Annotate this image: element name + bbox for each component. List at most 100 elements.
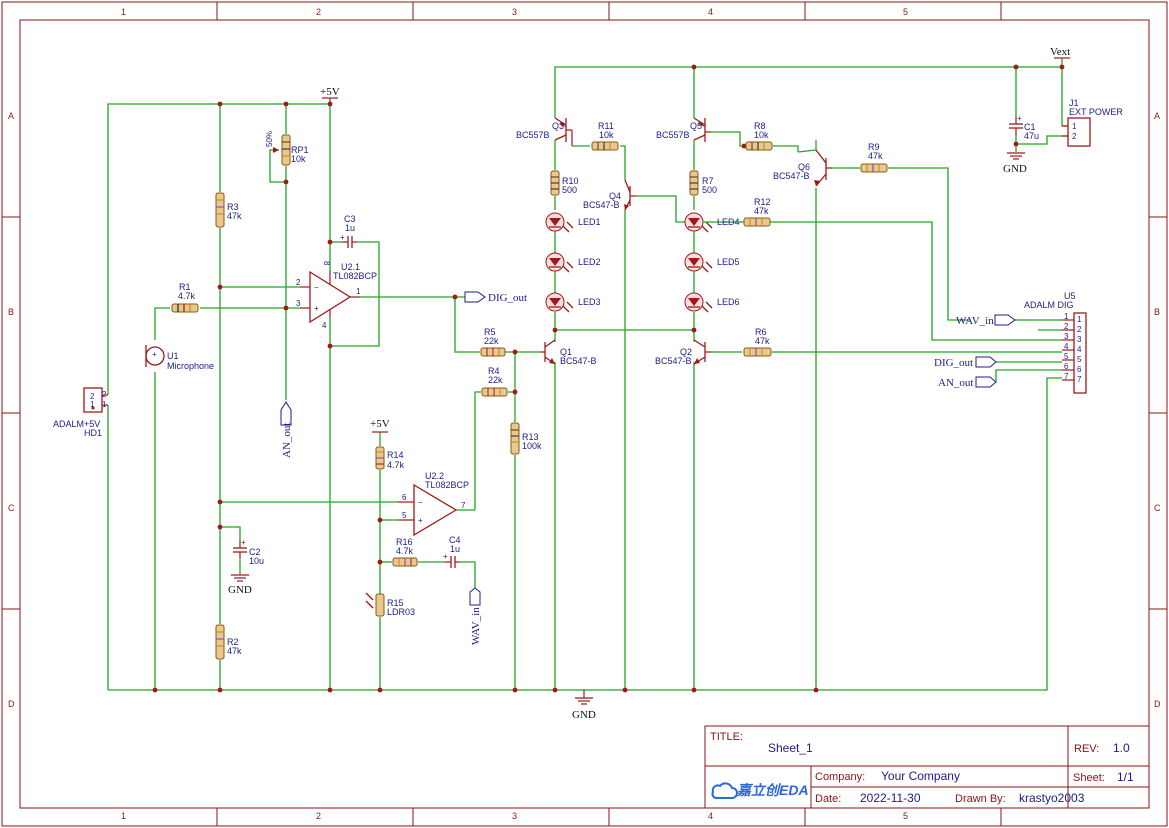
sheet-label: Sheet:: [1073, 772, 1105, 784]
zone-col-2: 2: [316, 7, 321, 17]
r8-value: 10k: [754, 130, 769, 140]
svg-text:5: 5: [1077, 355, 1082, 364]
resistor-r10: R10 500: [550, 170, 579, 196]
zone-col-4-bottom: 4: [708, 811, 713, 821]
r15-value: LDR03: [387, 607, 415, 617]
led-led2: LED2: [545, 231, 601, 273]
net-label-wav-in: WAV_in: [470, 607, 482, 645]
ground-symbol-j1: GND: [1003, 152, 1027, 175]
zone-col-5-bottom: 5: [903, 811, 908, 821]
svg-text:4: 4: [1077, 345, 1082, 354]
j1-value: EXT POWER: [1069, 107, 1123, 117]
r11-value: 10k: [599, 130, 614, 140]
zone-col-3: 3: [512, 7, 517, 17]
resistor-r4: R4 22k: [481, 366, 508, 397]
svg-text:+: +: [152, 350, 157, 359]
c2-ref: C2: [249, 547, 261, 557]
resistor-r7: R7 500: [689, 170, 717, 196]
svg-text:+: +: [443, 552, 448, 561]
svg-text:6: 6: [402, 493, 407, 502]
led5-ref: LED5: [717, 257, 740, 267]
svg-text:4: 4: [1064, 342, 1069, 351]
r7-ref: R7: [702, 176, 714, 186]
resistor-r6: R6 47k: [743, 327, 772, 357]
r4-ref: R4: [488, 366, 500, 376]
led-led5: LED5: [684, 231, 740, 273]
u22-ref: U2.2: [425, 471, 444, 481]
r2-value: 47k: [227, 646, 242, 656]
q1-ref: Q1: [560, 347, 572, 357]
resistor-r9: R9 47k: [860, 142, 888, 173]
wires: [107, 58, 1068, 691]
net-label-dig-out: DIG_out: [488, 292, 527, 304]
svg-text:7: 7: [461, 501, 466, 510]
title-label: TITLE:: [710, 731, 743, 743]
r8-ref: R8: [754, 121, 766, 131]
svg-text:50%: 50%: [265, 131, 274, 147]
net-label-an-out-conn: AN_out: [938, 377, 973, 389]
company-value: Your Company: [881, 769, 960, 783]
u22-value: TL082BCP: [425, 480, 469, 490]
sheet-value: 1/1: [1117, 770, 1134, 784]
c3-value: 1u: [345, 223, 355, 233]
q2-value: BC547-B: [655, 356, 692, 366]
zone-col-3-bottom: 3: [512, 811, 517, 821]
svg-text:7: 7: [1077, 375, 1082, 384]
r6-value: 47k: [755, 336, 770, 346]
c1-value: 47u: [1024, 131, 1039, 141]
svg-text:5: 5: [1064, 352, 1069, 361]
r3-value: 47k: [227, 211, 242, 221]
svg-text:1: 1: [1072, 122, 1077, 131]
svg-text:6: 6: [1077, 365, 1082, 374]
connector-j1: 1 2 J1 EXT POWER: [1062, 98, 1123, 147]
gnd-label-j1: GND: [1003, 163, 1027, 175]
svg-text:−: −: [418, 498, 423, 507]
resistor-r11: R11 10k: [591, 121, 619, 151]
led-led4: LED4: [684, 212, 744, 233]
svg-text:2: 2: [102, 390, 107, 399]
r9-ref: R9: [868, 142, 880, 152]
c2-value: 10u: [249, 556, 264, 566]
transistor-q5: Q5 BC557B: [656, 117, 711, 142]
svg-text:+: +: [1017, 114, 1022, 123]
u21-value: TL082BCP: [333, 271, 377, 281]
q6-value: BC547-B: [773, 171, 810, 181]
resistor-r8: R8 10k: [745, 121, 773, 151]
r10-value: 500: [562, 185, 577, 195]
zone-row-d: D: [8, 699, 15, 709]
svg-text:6: 6: [1064, 362, 1069, 371]
vext-label: Vext: [1050, 46, 1070, 58]
cloud-logo-icon: [711, 782, 738, 799]
zone-row-c: C: [8, 503, 15, 513]
r16-ref: R16: [396, 537, 413, 547]
svg-text:5: 5: [402, 511, 407, 520]
sheet-title: Sheet_1: [768, 741, 813, 755]
r2-ref: R2: [227, 637, 239, 647]
net-label-an-out: AN_out: [281, 423, 293, 458]
zone-row-a-right: A: [1154, 111, 1160, 121]
rev-label: REV:: [1074, 743, 1099, 755]
r1-ref: R1: [179, 282, 191, 292]
transistor-q3: Q3 BC557B: [516, 117, 573, 146]
r12-ref: R12: [754, 197, 771, 207]
resistor-r1: R1 4.7k: [171, 282, 199, 313]
net-flag-wav-in-conn: [994, 314, 1016, 326]
net-label-dig-out-conn: DIG_out: [934, 357, 973, 369]
svg-text:1: 1: [1077, 315, 1082, 324]
zone-col-2-bottom: 2: [316, 811, 321, 821]
q1-value: BC547-B: [560, 356, 597, 366]
r13-ref: R13: [522, 432, 539, 442]
led6-ref: LED6: [717, 297, 740, 307]
svg-text:2: 2: [1077, 325, 1082, 334]
transistor-q6: Q6 BC547-B: [773, 149, 832, 187]
q2-ref: Q2: [680, 347, 692, 357]
net-flag-an-out-conn: [975, 376, 997, 388]
vcc-label-top: +5V: [320, 86, 340, 98]
r9-value: 47k: [868, 151, 883, 161]
resistor-r5: R5 22k: [480, 327, 506, 357]
junctions: [152, 64, 1065, 693]
hd1-value: ADALM+5V: [53, 419, 100, 429]
zone-row-b-right: B: [1154, 307, 1160, 317]
